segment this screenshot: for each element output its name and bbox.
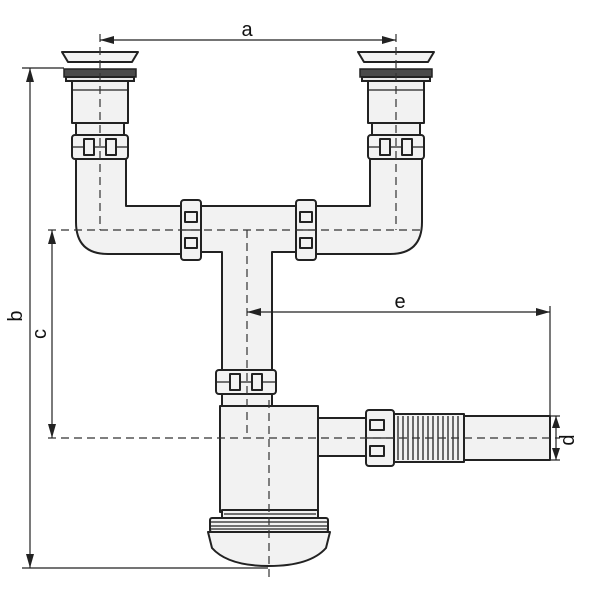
dimension-e: e	[247, 291, 551, 416]
label-d: d	[557, 434, 579, 445]
dimension-b: b	[5, 67, 268, 569]
label-e: e	[394, 291, 405, 313]
center-lines	[48, 34, 560, 580]
dimension-a: a	[100, 19, 396, 44]
dimension-d: d	[550, 415, 579, 461]
label-a: a	[241, 19, 253, 41]
bottom-tee-nut	[215, 369, 277, 395]
dimension-c: c	[29, 230, 56, 438]
right-elbow-pipe	[313, 158, 423, 255]
left-elbow-pipe	[75, 158, 185, 255]
right-tee-nut	[295, 199, 317, 261]
label-b: b	[5, 310, 27, 321]
label-c: c	[29, 329, 51, 339]
tee-body	[199, 205, 299, 375]
